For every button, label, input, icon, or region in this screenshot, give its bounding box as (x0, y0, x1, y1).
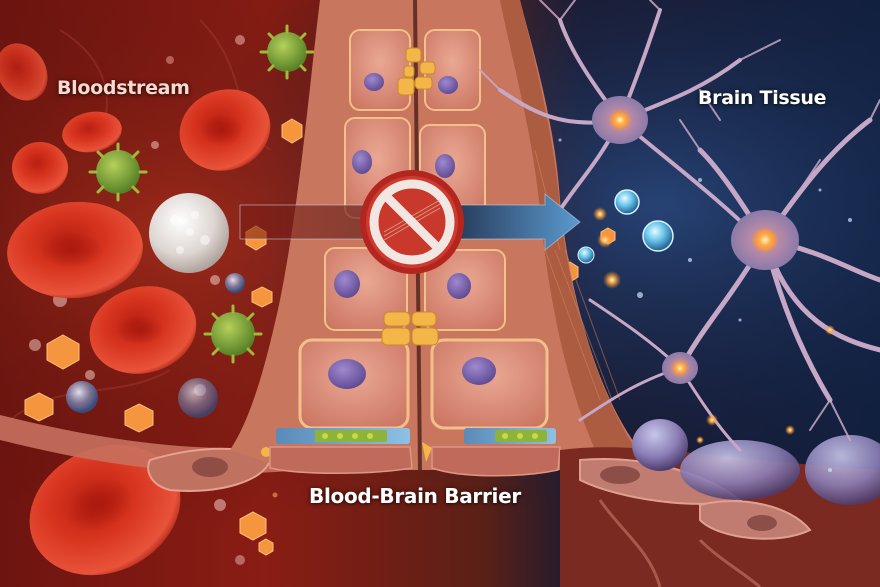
white-blood-cell (149, 193, 229, 273)
brain-sparkles (558, 138, 852, 472)
synapse-glows (593, 108, 835, 444)
blood-brain-barrier-label: Blood-Brain Barrier (309, 484, 521, 508)
red-blood-cells (0, 43, 271, 576)
vesicles (66, 273, 245, 418)
bloodstream-label: Bloodstream (57, 77, 190, 99)
viruses (88, 24, 315, 364)
blue-molecules (577, 189, 674, 264)
vessel-wall-lower (0, 415, 300, 492)
brain-tissue-label: Brain Tissue (698, 87, 827, 109)
pericyte-base (269, 446, 561, 477)
prohibition-sign (360, 170, 464, 274)
brain-lower-tissue (560, 419, 880, 587)
endothelial-cells-left (298, 29, 411, 430)
basement-membrane (261, 428, 570, 462)
tight-junctions (381, 47, 439, 346)
